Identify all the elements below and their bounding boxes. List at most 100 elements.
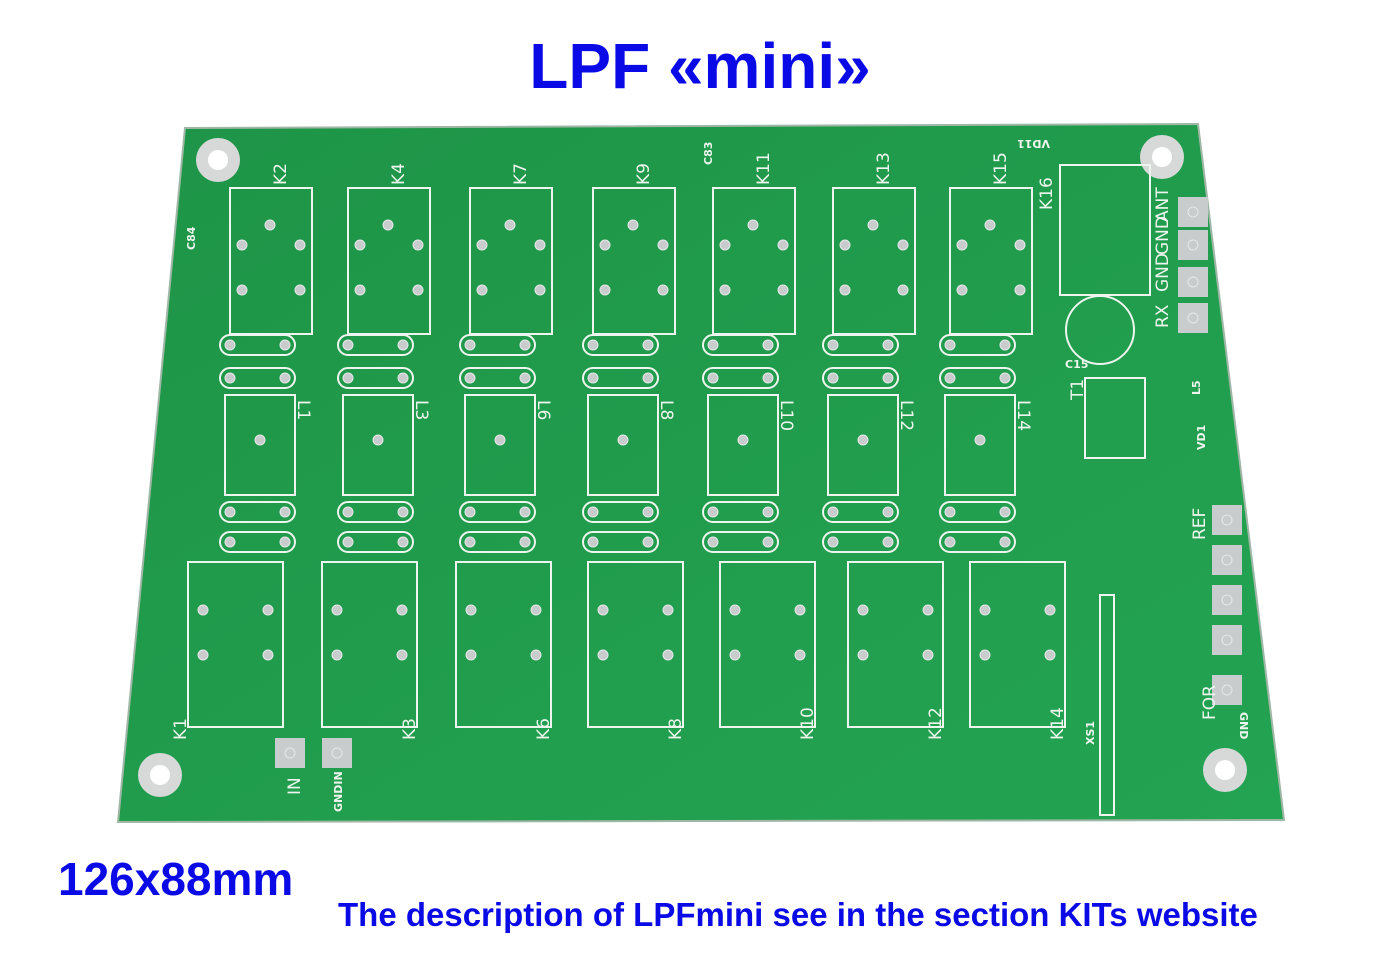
pad xyxy=(999,506,1011,518)
pad xyxy=(867,219,879,231)
pad xyxy=(587,372,599,384)
misc-label: C83 xyxy=(702,142,715,165)
pad xyxy=(224,506,236,518)
pad xyxy=(342,536,354,548)
pad xyxy=(857,604,869,616)
inductor-label: L14 xyxy=(1013,400,1033,431)
pad xyxy=(922,649,934,661)
connector-label: GND xyxy=(1153,216,1173,255)
pad xyxy=(412,239,424,251)
pad xyxy=(599,239,611,251)
pad xyxy=(412,284,424,296)
relay-label: K3 xyxy=(400,718,420,740)
pad xyxy=(465,649,477,661)
misc-label: T1 xyxy=(1068,379,1088,401)
inductor-outline xyxy=(587,394,659,496)
pad xyxy=(627,219,639,231)
pad xyxy=(464,536,476,548)
pad xyxy=(397,372,409,384)
pad xyxy=(882,506,894,518)
pad xyxy=(519,506,531,518)
capacitor-outline xyxy=(459,501,536,523)
pad xyxy=(1187,239,1199,251)
relay-label: K8 xyxy=(666,718,686,740)
connector-label: GND xyxy=(1153,253,1173,292)
pad xyxy=(279,506,291,518)
pad xyxy=(464,339,476,351)
pad xyxy=(747,219,759,231)
relay-outline xyxy=(321,561,418,728)
capacitor-outline xyxy=(822,367,899,389)
inductor-outline xyxy=(827,394,899,496)
capacitor-outline xyxy=(459,334,536,356)
capacitor-outline xyxy=(702,531,779,553)
inductor-outline xyxy=(944,394,1016,496)
pad xyxy=(707,506,719,518)
pad xyxy=(331,747,343,759)
inductor-label: L10 xyxy=(776,400,796,431)
pad xyxy=(197,604,209,616)
relay-label: K9 xyxy=(634,163,654,185)
inductor-label: L6 xyxy=(533,400,553,420)
capacitor-outline xyxy=(939,367,1016,389)
pad xyxy=(707,536,719,548)
misc-label: K16 xyxy=(1037,177,1057,210)
pad xyxy=(999,372,1011,384)
capacitor-outline xyxy=(702,334,779,356)
pad xyxy=(827,339,839,351)
pcb-board xyxy=(116,122,1286,824)
pad xyxy=(729,604,741,616)
pad xyxy=(464,372,476,384)
hole-center xyxy=(1215,760,1235,780)
pad xyxy=(382,219,394,231)
pad xyxy=(597,649,609,661)
capacitor-outline xyxy=(337,334,414,356)
capacitor-outline xyxy=(582,334,659,356)
capacitor-outline xyxy=(822,531,899,553)
pad xyxy=(354,239,366,251)
pad xyxy=(530,604,542,616)
pad xyxy=(342,339,354,351)
connector-label: REF xyxy=(1190,508,1210,540)
relay-outline xyxy=(587,561,684,728)
pad xyxy=(999,339,1011,351)
inductor-label: L3 xyxy=(411,400,431,420)
connector-label: ANT xyxy=(1153,187,1173,222)
input-label: IN xyxy=(285,777,305,795)
capacitor-outline xyxy=(582,367,659,389)
connector-label: RX xyxy=(1153,304,1173,328)
pad xyxy=(827,372,839,384)
pad xyxy=(284,747,296,759)
pad xyxy=(587,506,599,518)
pad xyxy=(342,506,354,518)
pad xyxy=(944,339,956,351)
capacitor-outline xyxy=(939,531,1016,553)
pad xyxy=(342,372,354,384)
pad xyxy=(519,339,531,351)
relay-label: K13 xyxy=(874,152,894,185)
pad xyxy=(839,239,851,251)
pad xyxy=(397,536,409,548)
pad xyxy=(974,434,986,446)
pad xyxy=(882,372,894,384)
capacitor-outline xyxy=(939,334,1016,356)
pad xyxy=(279,536,291,548)
capacitor-outline xyxy=(459,531,536,553)
capacitor-outline xyxy=(582,531,659,553)
pad xyxy=(979,649,991,661)
pad xyxy=(294,239,306,251)
pad xyxy=(494,434,506,446)
pad xyxy=(224,536,236,548)
pad xyxy=(1014,239,1026,251)
pad xyxy=(236,284,248,296)
pad xyxy=(794,604,806,616)
pad xyxy=(476,239,488,251)
pad xyxy=(519,536,531,548)
pad xyxy=(662,649,674,661)
misc-label: C15 xyxy=(1065,358,1088,371)
capacitor-outline xyxy=(582,501,659,523)
pad xyxy=(944,372,956,384)
pad xyxy=(657,239,669,251)
pad xyxy=(504,219,516,231)
